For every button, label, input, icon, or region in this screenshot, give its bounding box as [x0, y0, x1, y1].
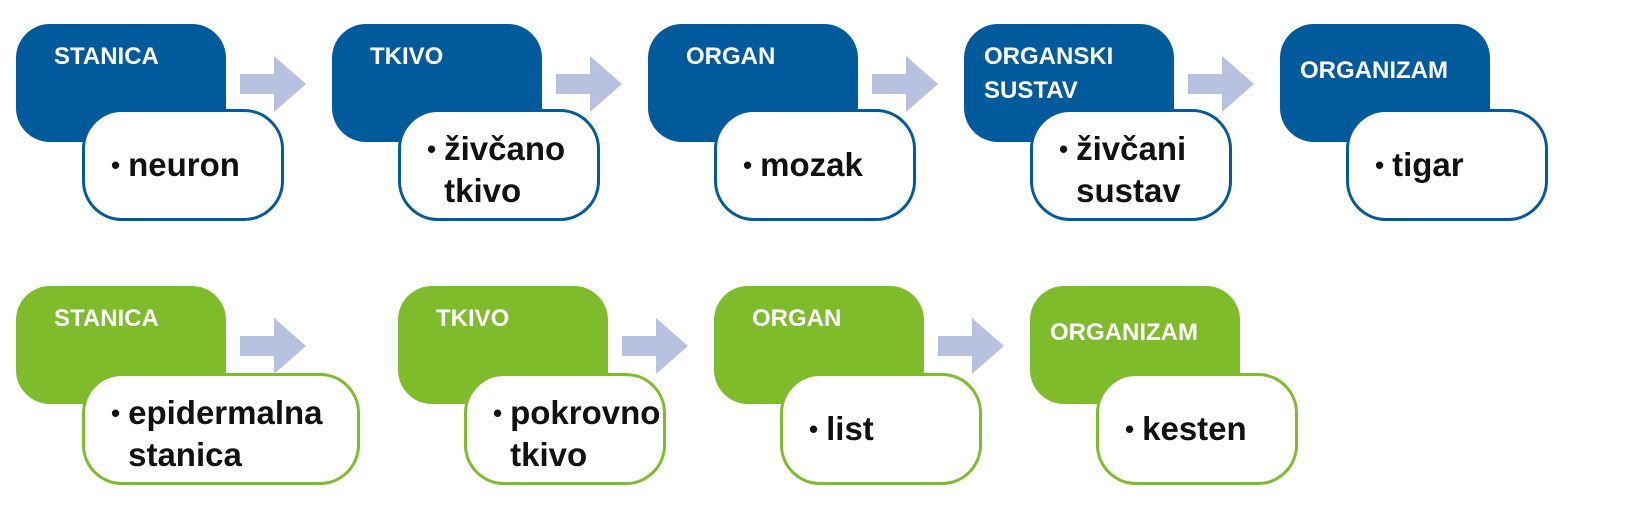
bullet-icon: •: [1059, 134, 1069, 164]
right-arrow-icon: [240, 318, 306, 374]
node-item-text: pokrovno tkivo: [510, 394, 661, 473]
node-item-text: živčano tkivo: [444, 130, 566, 209]
bullet-icon: •: [111, 398, 121, 428]
node-item-box: • živčano tkivo: [398, 109, 600, 221]
node-item-box: • epidermalna stanica: [82, 373, 360, 485]
bullet-icon: •: [743, 150, 753, 180]
node-item-text: list: [826, 410, 874, 447]
bullet-icon: •: [809, 414, 819, 444]
node-item-text: mozak: [760, 146, 863, 183]
right-arrow-icon: [622, 318, 688, 374]
node-item-box: • pokrovno tkivo: [464, 373, 666, 485]
node-item-text: živčani sustav: [1076, 130, 1187, 209]
bullet-icon: •: [1125, 414, 1135, 444]
bullet-icon: •: [111, 150, 121, 180]
bullet-icon: •: [1375, 150, 1385, 180]
node-item-text: kesten: [1142, 410, 1247, 447]
node-item-box: • neuron: [82, 109, 284, 221]
node-item-box: • kesten: [1096, 373, 1298, 485]
node-item-box: • tigar: [1346, 109, 1548, 221]
right-arrow-icon: [240, 56, 306, 112]
right-arrow-icon: [1188, 56, 1254, 112]
right-arrow-icon: [872, 56, 938, 112]
node-item-text: neuron: [128, 146, 240, 183]
right-arrow-icon: [556, 56, 622, 112]
right-arrow-icon: [938, 318, 1004, 374]
bullet-icon: •: [493, 398, 503, 428]
node-item-box: • list: [780, 373, 982, 485]
node-item-box: • živčani sustav: [1030, 109, 1232, 221]
node-item-box: • mozak: [714, 109, 916, 221]
node-item-text: epidermalna stanica: [128, 394, 323, 473]
node-item-text: tigar: [1392, 146, 1464, 183]
bullet-icon: •: [427, 134, 437, 164]
node-header: ORGANIZAM: [1030, 286, 1240, 404]
